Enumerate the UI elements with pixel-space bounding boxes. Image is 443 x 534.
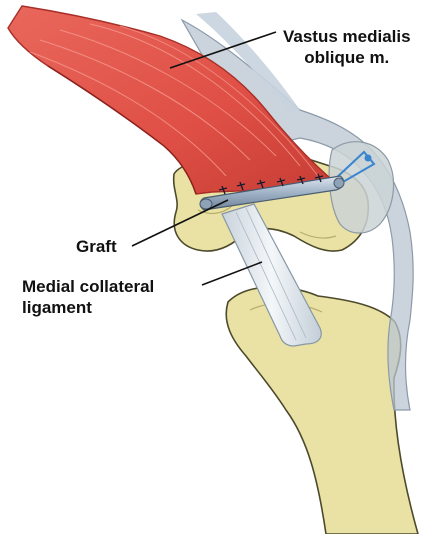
graft-label: Graft xyxy=(76,236,117,257)
vmo-label-line1: Vastus medialis xyxy=(283,26,411,47)
vmo-label-line2: oblique m. xyxy=(283,47,411,68)
medial-collateral-ligament-label: Medial collateral ligament xyxy=(22,276,154,318)
mcl-label-line2: ligament xyxy=(22,297,154,318)
mcl-label-line1: Medial collateral xyxy=(22,276,154,297)
vastus-medialis-oblique-label: Vastus medialis oblique m. xyxy=(283,26,411,68)
